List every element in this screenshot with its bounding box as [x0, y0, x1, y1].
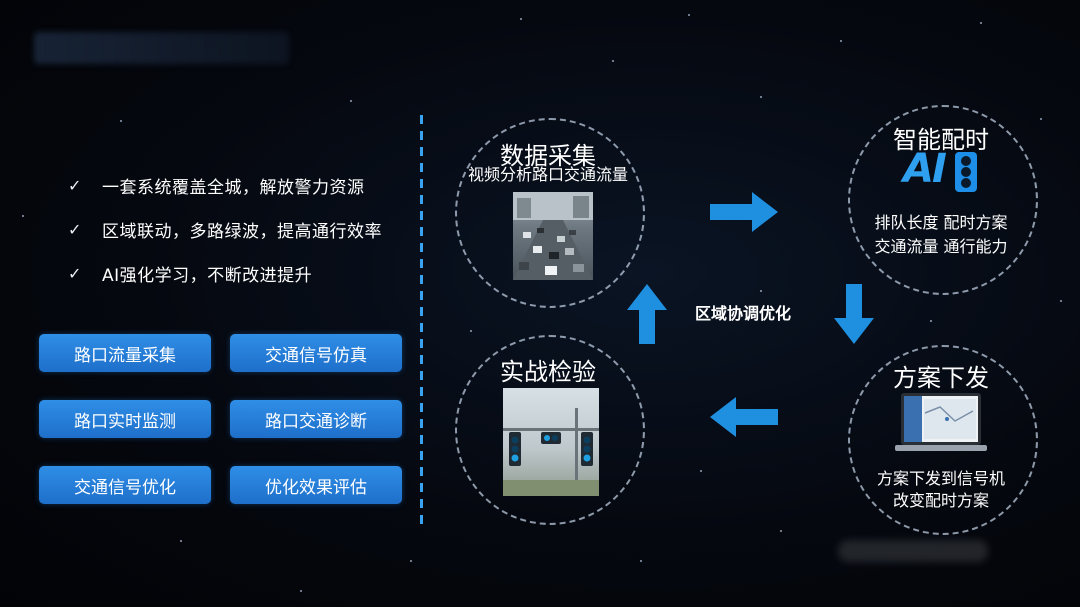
smart-timing-line-1: 排队长度 配时方案 [874, 213, 1008, 232]
blurred-watermark [838, 540, 988, 562]
ai-logo: AI [903, 146, 983, 194]
center-label: 区域协调优化 [695, 304, 792, 323]
plan-dispatch-title: 方案下发 [893, 364, 989, 392]
plan-dispatch-line-1: 方案下发到信号机 [876, 469, 1005, 488]
button-realtime-monitoring[interactable]: 路口实时监测 [39, 400, 211, 438]
arrow-right-icon [710, 192, 778, 232]
check-icon: ✓ [68, 219, 82, 239]
traffic-light-icon [955, 152, 977, 192]
arrow-up-icon [627, 284, 667, 344]
divider-line [420, 115, 423, 525]
feature-list: ✓ 一套系统覆盖全城，解放警力资源 ✓ 区域联动，多路绿波，提高通行效率 ✓ A… [68, 163, 382, 295]
traffic-camera-image [513, 192, 593, 280]
blurred-title [34, 32, 289, 64]
arrow-left-icon [710, 397, 778, 437]
smart-timing-title: 智能配时 [893, 126, 989, 154]
traffic-signal-image [503, 388, 599, 496]
data-collection-title: 数据采集 [500, 142, 596, 170]
feature-item: ✓ AI强化学习，不断改进提升 [68, 251, 382, 295]
button-intersection-flow-collection[interactable]: 路口流量采集 [39, 334, 211, 372]
check-icon: ✓ [68, 263, 82, 283]
feature-text: 区域联动，多路绿波，提高通行效率 [102, 221, 382, 242]
field-test-title: 实战检验 [500, 358, 596, 386]
check-icon: ✓ [68, 175, 82, 195]
button-signal-optimization[interactable]: 交通信号优化 [39, 466, 211, 504]
circle-field-test [455, 335, 645, 525]
circle-data-collection [455, 118, 645, 308]
arrow-down-icon [834, 284, 874, 344]
feature-text: 一套系统覆盖全城，解放警力资源 [102, 177, 365, 198]
feature-item: ✓ 区域联动，多路绿波，提高通行效率 [68, 207, 382, 251]
button-signal-simulation[interactable]: 交通信号仿真 [230, 334, 402, 372]
plan-dispatch-line-2: 改变配时方案 [892, 491, 989, 510]
laptop-image [895, 393, 987, 453]
feature-text: AI强化学习，不断改进提升 [102, 265, 313, 286]
data-collection-subtitle: 视频分析路口交通流量 [467, 165, 628, 184]
ai-logo-text: AI [903, 146, 947, 192]
button-traffic-diagnosis[interactable]: 路口交通诊断 [230, 400, 402, 438]
circle-plan-dispatch [848, 345, 1038, 535]
smart-timing-line-2: 交通流量 通行能力 [874, 237, 1008, 256]
feature-item: ✓ 一套系统覆盖全城，解放警力资源 [68, 163, 382, 207]
button-effect-evaluation[interactable]: 优化效果评估 [230, 466, 402, 504]
circle-smart-timing [848, 105, 1038, 295]
